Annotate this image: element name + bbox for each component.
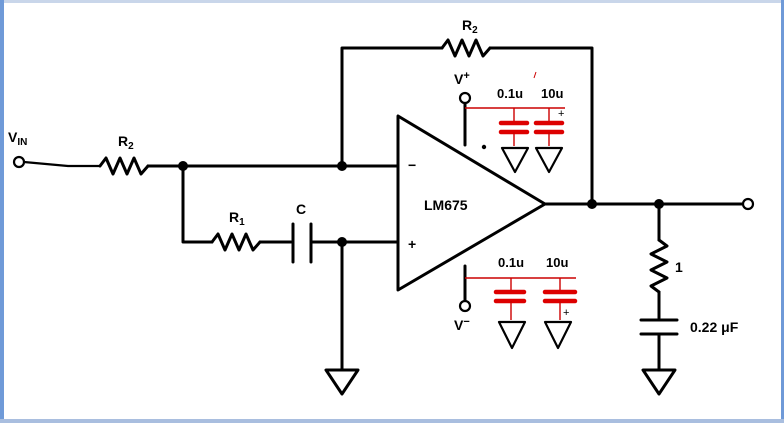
stray-dot: [481, 144, 487, 150]
zobel-cap-label: 0.22 μF: [690, 319, 739, 335]
noninverting-pin-label: +: [408, 236, 416, 252]
top-cap-large-value: 10u: [541, 86, 563, 101]
ground-symbol-bottom-2: [543, 320, 573, 350]
c-label: C: [296, 201, 306, 217]
r2-input-label: R2: [118, 133, 134, 152]
r1-resistor: [210, 232, 262, 252]
vin-terminal[interactable]: [12, 155, 26, 169]
vminus-terminal[interactable]: [458, 299, 472, 313]
top-polarity-mark: +: [558, 108, 564, 120]
vplus-label: V+: [454, 70, 470, 87]
vout-terminal[interactable]: [741, 197, 755, 211]
r1-branch-wire: [181, 164, 214, 244]
feedback-wire-right: [488, 46, 594, 206]
bottom-cap-large-value: 10u: [546, 255, 568, 270]
vin-label: VIN: [8, 129, 27, 148]
ground-symbol-zobel: [641, 368, 677, 396]
input-wire: [22, 160, 102, 168]
window-border-right: [781, 0, 784, 423]
opamp-label: LM675: [424, 197, 468, 213]
vplus-terminal[interactable]: [458, 91, 472, 105]
bottom-polarity-mark: +: [563, 307, 569, 319]
ground-symbol-bottom-1: [497, 320, 527, 350]
r2-input-resistor: [98, 156, 150, 176]
ground-symbol-top-1: [500, 146, 530, 174]
ground-symbol-top-2: [534, 146, 564, 174]
lm675-opamp: [396, 114, 547, 292]
window-border-bottom: [0, 419, 784, 423]
window-border-top: [0, 0, 784, 3]
top-cap-small-value: 0.1u: [497, 86, 523, 101]
r1-label: R1: [229, 209, 245, 228]
inverting-pin-label: −: [408, 157, 416, 173]
feedback-output-junction: [587, 199, 597, 209]
feedback-wire-left: [340, 46, 444, 168]
vminus-label: V−: [454, 316, 470, 333]
zobel-resistor-label: 1: [675, 259, 683, 275]
r2-feedback-resistor: [440, 38, 492, 58]
window-border-left: [0, 0, 4, 423]
zobel-resistor: [649, 238, 669, 294]
bottom-cap-small-value: 0.1u: [498, 255, 524, 270]
r2-feedback-label: R2: [462, 17, 478, 36]
ground-symbol-1: [324, 368, 360, 396]
stray-tick: [533, 71, 537, 79]
